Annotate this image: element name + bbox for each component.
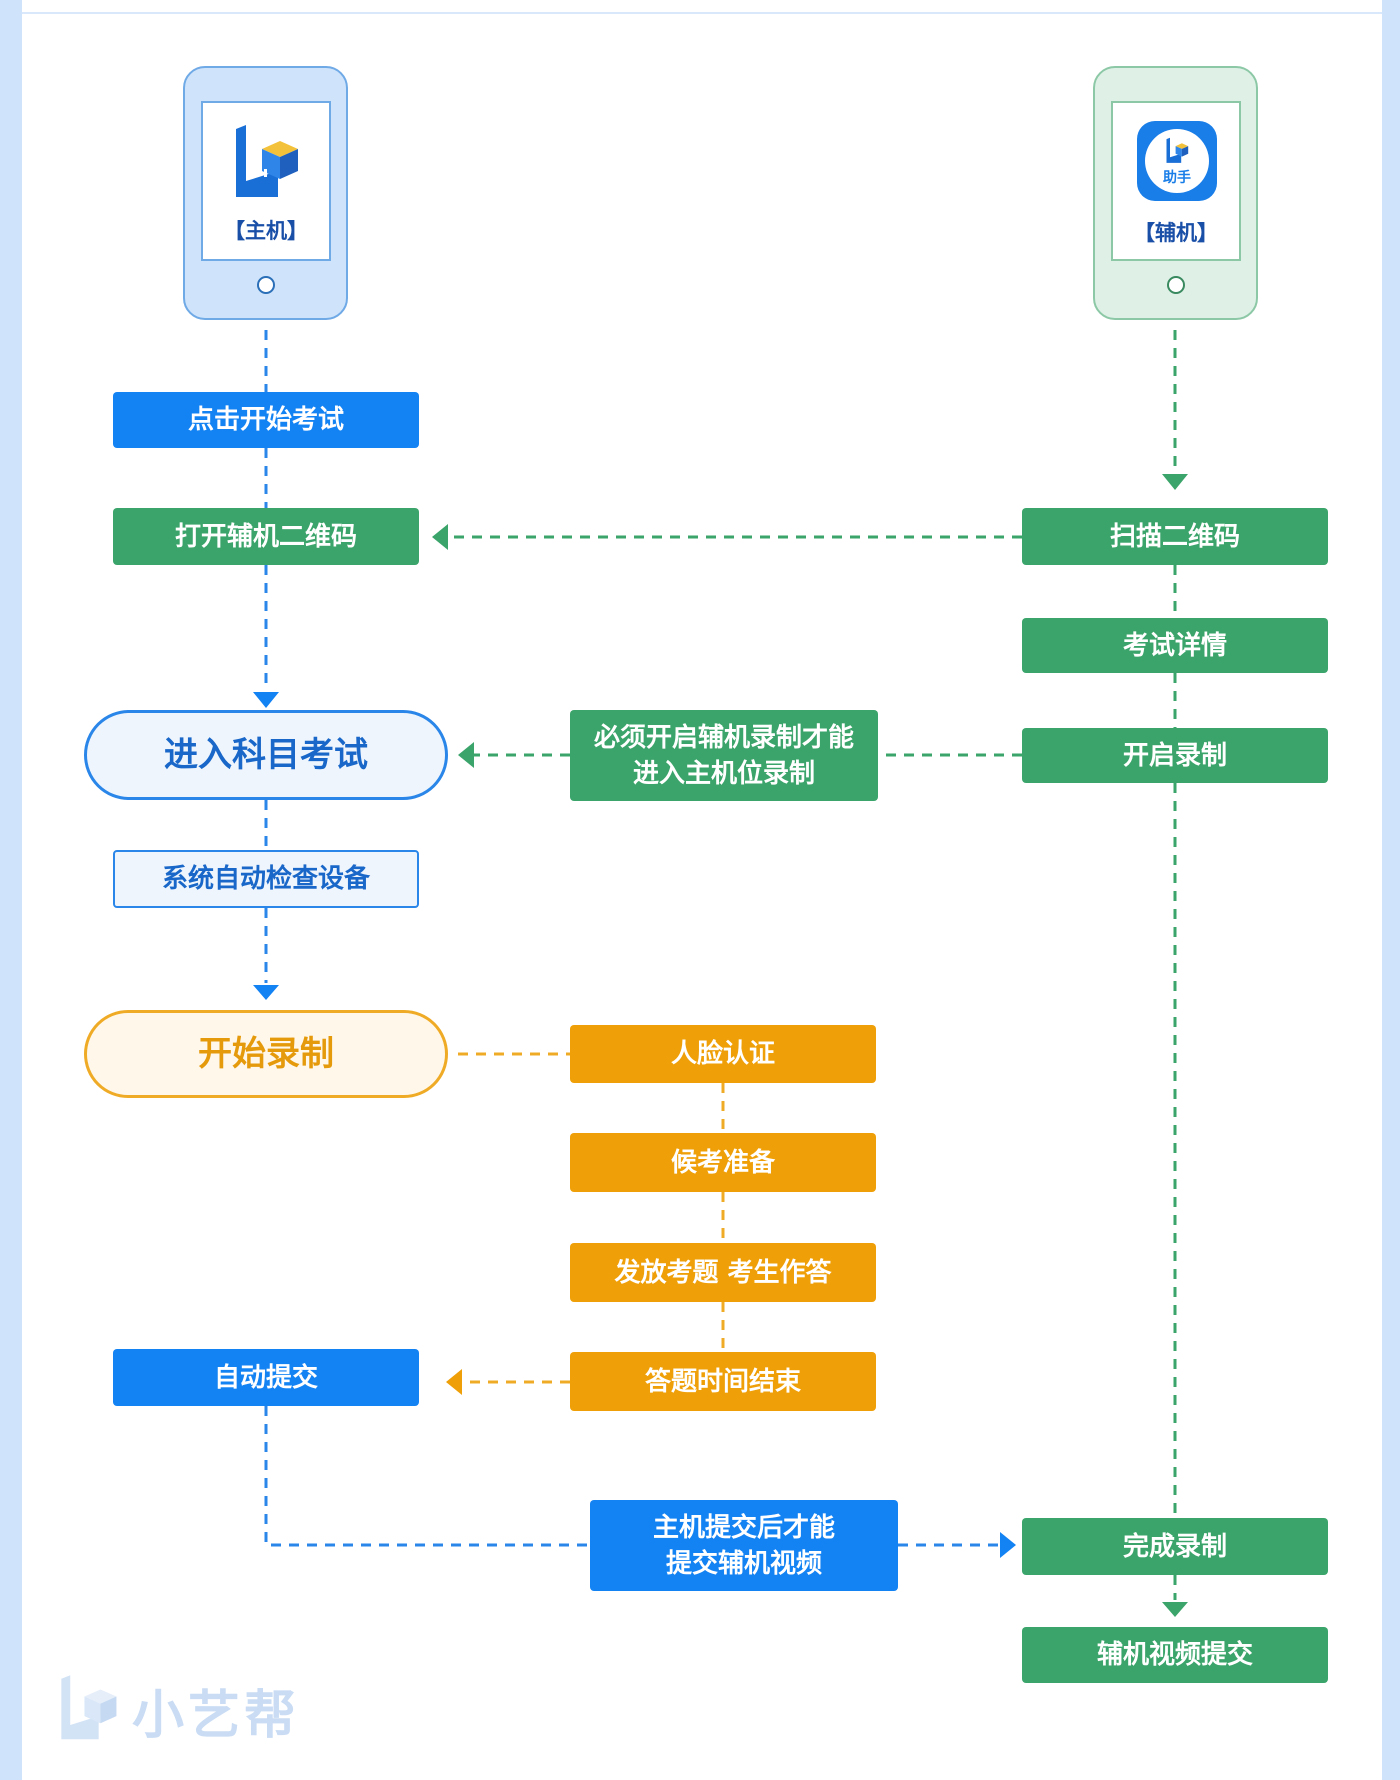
aux-home-button-icon (1167, 276, 1185, 294)
step-start-recording: 开始录制 (84, 1010, 448, 1098)
step-open-qr: 打开辅机二维码 (113, 508, 419, 565)
arrow-down-scan (1162, 474, 1188, 490)
step-auto-submit: 自动提交 (113, 1349, 419, 1406)
host-home-button-icon (257, 276, 275, 294)
arrow-down-enter (253, 692, 279, 708)
step-face-auth: 人脸认证 (570, 1025, 876, 1083)
step-enter-exam: 进入科目考试 (84, 710, 448, 800)
aux-phone-label: 【辅机】 (1134, 221, 1218, 245)
note-submit-line1: 主机提交后才能 (652, 1512, 835, 1543)
helper-app-icon-text: 助手 (1163, 170, 1191, 186)
step-prepare: 候考准备 (570, 1133, 876, 1192)
arrow-right-aux (1000, 1532, 1016, 1558)
aux-phone: 助手 【辅机】 (1093, 66, 1258, 320)
note-submit-line2: 提交辅机视频 (665, 1548, 822, 1579)
step-time-end: 答题时间结束 (570, 1352, 876, 1411)
frame-top-border (22, 0, 1382, 14)
helper-app-icon: 助手 (1137, 121, 1217, 201)
helper-app-logo-icon (1166, 137, 1189, 163)
watermark-brand: 小艺帮 (132, 1686, 301, 1746)
step-scan-qr: 扫描二维码 (1022, 508, 1328, 565)
step-submit-aux-video: 辅机视频提交 (1022, 1627, 1328, 1683)
arrow-left-submit (446, 1369, 462, 1395)
step-complete-recording: 完成录制 (1022, 1518, 1328, 1575)
line-host-5 (264, 1406, 590, 1547)
note-submit-after-host: 主机提交后才能 提交辅机视频 (590, 1500, 898, 1591)
host-phone: 【主机】 (183, 66, 348, 320)
arrow-left-open (432, 524, 448, 550)
frame-left-border (0, 0, 22, 1780)
arrow-down-submit (1162, 1602, 1188, 1617)
host-phone-label: 【主机】 (224, 219, 308, 243)
aux-phone-screen: 助手 【辅机】 (1111, 101, 1241, 261)
watermark-logo-icon (61, 1675, 117, 1740)
step-auto-check: 系统自动检查设备 (113, 850, 419, 908)
host-phone-screen: 【主机】 (201, 101, 331, 261)
note-must-enable-line2: 进入主机位录制 (632, 758, 815, 789)
step-answer: 发放考题 考生作答 (570, 1243, 876, 1302)
xiaoyibang-logo-icon (236, 125, 298, 197)
note-must-enable-line1: 必须开启辅机录制才能 (593, 722, 854, 753)
step-enable-recording: 开启录制 (1022, 728, 1328, 783)
frame-right-border (1382, 0, 1400, 1780)
note-must-enable-aux: 必须开启辅机录制才能 进入主机位录制 (570, 710, 878, 801)
arrow-left-enter (458, 742, 474, 768)
arrow-down-start (253, 985, 279, 1000)
step-click-start: 点击开始考试 (113, 392, 419, 448)
step-exam-details: 考试详情 (1022, 618, 1328, 673)
